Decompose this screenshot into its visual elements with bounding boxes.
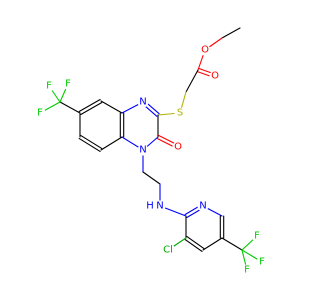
fluorine-label-background [251,230,263,242]
pyridine-nitrogen-label: N [199,201,206,212]
double-bond [80,135,103,150]
ring-nitrogen-upper-label: N [139,97,146,108]
fluorine-label-background [241,264,253,276]
sulfur-label: S [177,108,183,119]
double-bond [78,137,101,152]
single-bond [221,237,243,251]
ring-nitrogen-lower-label-background [137,144,149,156]
lactam-oxygen-label: O [174,142,182,153]
lactam-oxygen-label-background [172,141,184,153]
double-bond [184,238,203,252]
single-bond [100,100,123,114]
single-bond [59,101,81,114]
fluorine-label: F [46,81,52,92]
fluorine-label: F [244,265,250,276]
single-bond [202,237,223,251]
bond-layer [39,27,263,271]
single-bond [142,171,161,185]
double-bond [78,98,101,113]
fluorine-label-background [62,78,74,90]
single-bond [185,69,199,93]
amine-nitrogen-label: N [156,201,163,212]
single-bond [100,136,123,151]
amine-hydrogen-label: H [146,201,154,212]
fluorine-label-background [43,80,55,92]
double-bond [186,236,205,250]
fluorine-label: F [254,231,260,242]
ring-nitrogen-upper-label-background [137,96,149,108]
carbonyl-oxygen-label: O [211,71,219,82]
ether-oxygen-label: O [201,45,209,56]
fluorine-label: F [65,79,71,90]
sulfur-label-background [174,107,186,119]
carbonyl-oxygen-label-background [209,70,221,82]
ether-oxygen-label-background [199,44,211,56]
fluorine-label-background [34,107,46,119]
pyridine-nitrogen-label-background [197,200,209,212]
fluorine-label-background [256,256,268,268]
fluorine-label: F [259,257,265,268]
fluorine-label: F [37,108,43,119]
amine-nitrogen-label-background [154,200,166,212]
chlorine-label: Cl [163,245,173,256]
double-bond [80,101,103,116]
ring-nitrogen-lower-label: N [139,145,146,156]
chlorine-label-background [161,243,175,257]
single-bond [221,27,241,39]
